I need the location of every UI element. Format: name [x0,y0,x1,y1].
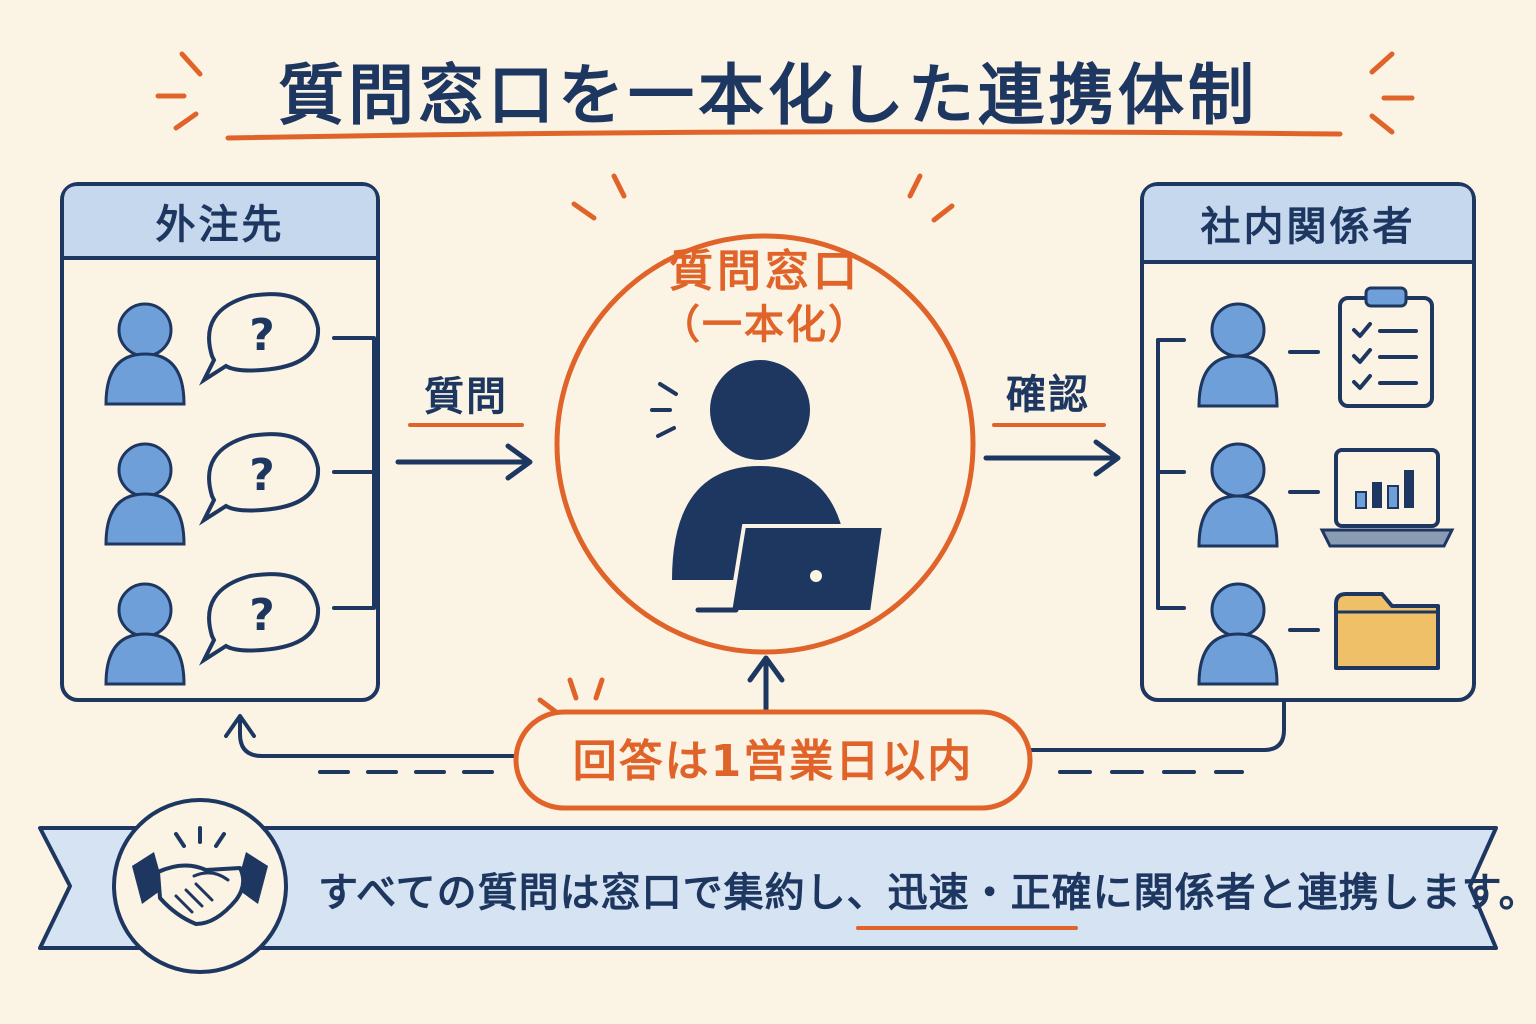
laptop-chart-icon [1319,448,1455,548]
question-bubble-icon: ? [198,432,321,526]
banner-text-highlight: 迅速・正確 [888,870,1093,916]
right-panel-heading: 社内関係者 [1201,204,1416,250]
banner-text-part2: に関係者と連携します。 [1093,870,1536,916]
hub-sublabel: （一本化） [660,302,870,348]
page-title: 質問窓口を一本化した連携体制 [278,57,1258,134]
bottom-banner: すべての質問は窓口で集約し、迅速・正確に関係者と連携します。 [38,798,1536,974]
folder-icon [1334,592,1440,670]
return-path-left [224,714,520,774]
question-flow: 質問 [395,374,533,481]
title-underline [225,129,1343,141]
handshake-icon [112,798,288,974]
flow-label-question: 質問 [424,374,508,420]
person-icon [1197,442,1279,548]
response-time-label: 回答は1営業日以内 [573,736,974,787]
right-bracket [1156,338,1186,610]
response-badge: 回答は1営業日以内 [513,677,1033,811]
center-hub: 質問窓口 （一本化） [554,173,976,655]
person-icon [104,442,186,546]
left-panel-heading: 外注先 [156,202,285,248]
clipboard-checklist-icon [1338,286,1434,408]
left-panel: 外注先 ? ? ? [60,182,380,702]
right-panel: 社内関係者 [1140,182,1476,702]
question-mark: ? [249,590,275,641]
question-bubble-icon: ? [198,292,321,386]
hub-person-burst [650,382,678,438]
arrow-up-to-hub [747,655,785,715]
return-path-right [1028,698,1286,774]
hub-label: 質問窓口 [669,246,861,297]
hub-burst [571,173,955,223]
question-bubble-icon: ? [198,572,321,666]
laptop-icon [695,524,887,614]
title-group: 質問窓口を一本化した連携体制 [155,51,1415,141]
title-burst-left [155,51,203,131]
question-mark: ? [249,310,275,361]
left-bracket [332,336,376,610]
confirm-flow: 確認 [983,372,1121,477]
title-burst-right [1369,51,1415,135]
flow-label-confirm: 確認 [1006,372,1090,418]
person-icon [1197,302,1279,408]
banner-message: すべての質問は窓口で集約し、迅速・正確に関係者と連携します。 [318,870,1536,916]
banner-text-part1: すべての質問は窓口で集約し、 [318,870,888,916]
person-icon [1197,582,1279,686]
person-icon [104,302,186,406]
person-icon [104,582,186,686]
question-mark: ? [249,450,275,501]
